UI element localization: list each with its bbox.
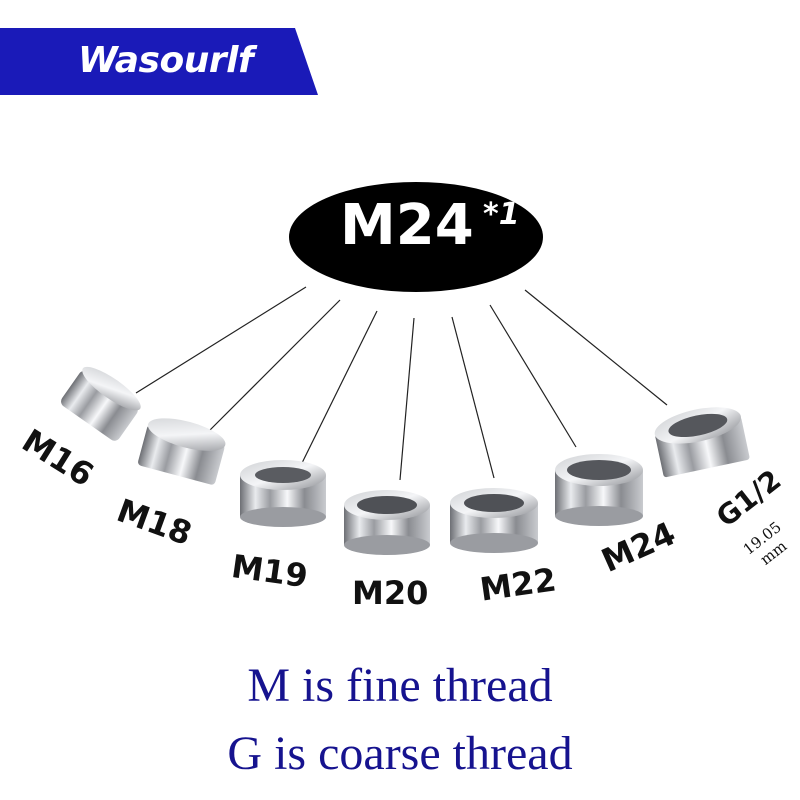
label-m19: M19 bbox=[229, 547, 311, 596]
brand-logo-text: Wasourlf bbox=[78, 40, 254, 81]
leader-line-m16 bbox=[135, 286, 307, 394]
label-m22: M22 bbox=[477, 560, 559, 609]
leader-line-g12 bbox=[524, 289, 668, 406]
leader-line-m22 bbox=[451, 316, 495, 479]
adapter-m22 bbox=[450, 488, 538, 553]
brand-banner bbox=[0, 28, 318, 95]
adapter-m20 bbox=[344, 490, 430, 555]
spec-oval bbox=[289, 182, 543, 292]
spec-superscript: *1 bbox=[483, 197, 520, 232]
label-m20: M20 bbox=[352, 574, 429, 612]
adapter-m24 bbox=[555, 454, 643, 526]
leader-line-m20 bbox=[399, 317, 415, 481]
leader-line-m18 bbox=[203, 299, 341, 437]
adapter-m18 bbox=[138, 418, 226, 485]
adapter-m16 bbox=[61, 366, 141, 441]
leader-line-m19 bbox=[301, 310, 378, 464]
adapter-g12 bbox=[654, 407, 750, 478]
spec-main-label: M24 bbox=[340, 193, 474, 258]
caption-coarse-thread: G is coarse thread bbox=[227, 727, 573, 780]
caption-fine-thread: M is fine thread bbox=[247, 659, 553, 712]
leader-line-m24 bbox=[489, 304, 577, 448]
adapter-m19 bbox=[240, 460, 326, 527]
